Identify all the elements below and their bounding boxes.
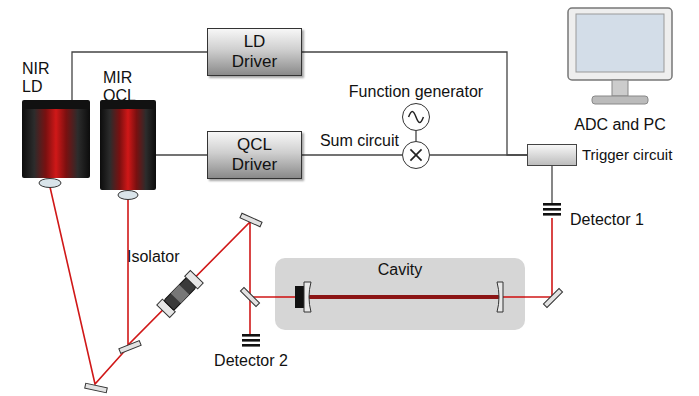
nir-lens xyxy=(39,179,61,188)
detector: Detector 1 xyxy=(542,203,562,217)
signal-wire xyxy=(551,166,552,203)
isolator-symbol xyxy=(155,270,205,318)
node-label: Cavity xyxy=(378,261,422,279)
function-generator-symbol xyxy=(403,104,429,130)
mirror xyxy=(85,383,108,392)
mir-qcl: MIR QCL xyxy=(100,100,156,190)
signal-wire xyxy=(302,154,402,155)
node-label: Detector 1 xyxy=(570,211,644,229)
mirror xyxy=(240,213,262,227)
signal-wire xyxy=(430,154,527,155)
node-label: Sum circuit xyxy=(320,132,399,150)
qcl-lens xyxy=(118,191,138,200)
detector: Detector 2 xyxy=(241,334,261,348)
signal-wire xyxy=(302,52,527,155)
node-label: NIR LD xyxy=(22,60,62,96)
sum-circuit: Sum circuit xyxy=(402,141,430,169)
node-label: Detector 2 xyxy=(214,352,288,370)
signal-wire xyxy=(415,131,416,141)
signal-wire xyxy=(156,154,207,155)
computer-icon-symbol xyxy=(560,4,680,114)
function-generator: Function generator xyxy=(402,103,430,131)
node-label: MIR QCL xyxy=(103,69,147,105)
node-label: ADC and PC xyxy=(574,116,666,134)
isolator: Isolator xyxy=(155,270,205,318)
node-label: QCL Driver xyxy=(224,135,286,175)
mirror xyxy=(119,341,141,354)
detector-symbol xyxy=(542,203,562,217)
node-label: LD Driver xyxy=(224,32,286,72)
nir-laser-diode: NIR LD xyxy=(22,100,90,178)
driver-box: QCL Driver xyxy=(207,131,302,179)
node-label: Isolator xyxy=(127,248,179,266)
driver-box: LD Driver xyxy=(207,28,302,76)
reference-beam xyxy=(249,297,251,334)
mirror xyxy=(543,288,562,307)
computer-icon: ADC and PC xyxy=(560,4,680,114)
node-label: Function generator xyxy=(349,83,483,101)
detector-symbol xyxy=(241,334,261,348)
sum-circuit-symbol xyxy=(403,142,429,168)
signal-wire xyxy=(72,52,207,100)
exit-beam xyxy=(524,218,552,297)
beam-splitter xyxy=(240,287,259,306)
cavity: Cavity xyxy=(275,258,525,330)
trigger-box: Trigger circuit xyxy=(527,144,577,166)
mir-beam xyxy=(128,199,276,345)
node-label: Trigger circuit xyxy=(582,146,672,164)
nir-beam xyxy=(50,187,130,384)
